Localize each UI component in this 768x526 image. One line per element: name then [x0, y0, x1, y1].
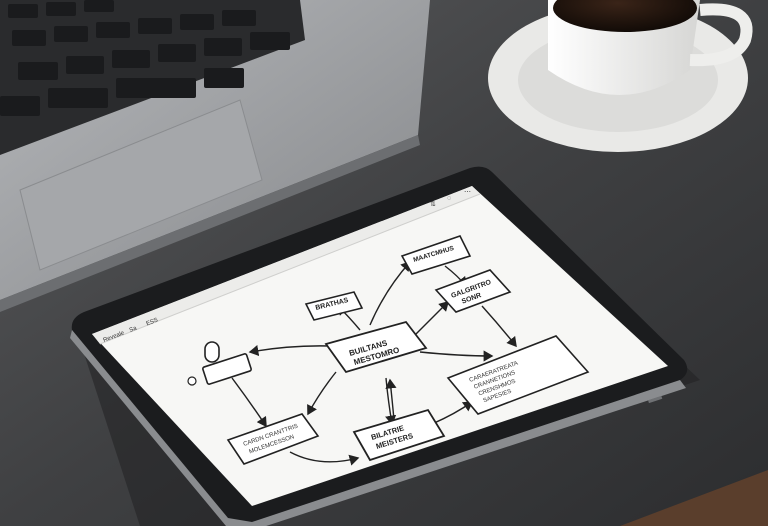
desk-edge — [620, 470, 768, 526]
toolbar-label-3[interactable]: ESS — [146, 317, 159, 327]
keyboard-keys — [0, 0, 290, 116]
edge-center-topright — [369, 260, 411, 326]
tablet: Reveale Sa ESS ⇅ ◌ ⋯ — [70, 166, 700, 526]
node-top-right[interactable]: MAATCMHUS — [400, 235, 472, 275]
toolbar-divider — [99, 193, 481, 345]
edge-center-bottomleft — [307, 371, 337, 416]
edge-bottom-center — [385, 378, 397, 421]
toolbar-right-icons: ⇅ ◌ ⋯ — [430, 189, 471, 208]
coffee-surface — [553, 0, 697, 32]
node-bottom-center[interactable]: BILATRIE MEISTERS — [352, 408, 446, 462]
node-left-device[interactable] — [187, 341, 252, 386]
coffee-cup — [488, 0, 753, 152]
laptop — [0, 0, 430, 312]
node-top-left[interactable]: BRATHAS — [304, 291, 364, 321]
node-right-lower[interactable]: CARAERATREATA CRANNETIONS CRENSHMOS SAPE… — [446, 335, 590, 415]
tablet-toolbar — [92, 186, 480, 344]
node-bottom-left[interactable]: CARDN CRANTTRIS MOLEMCESSON — [226, 413, 320, 465]
edge-left-bottomleft — [231, 377, 267, 428]
trackpad — [19, 99, 263, 271]
share-icon[interactable]: ⇅ — [430, 201, 436, 208]
node-center[interactable]: BUILTANS MESTOMRO — [324, 320, 428, 374]
node-right-upper[interactable]: GALGRITRO SONR — [434, 269, 512, 313]
tablet-side-button — [648, 395, 663, 404]
edge-center-rightlower — [419, 350, 494, 362]
laptop-front-edge — [0, 135, 420, 312]
node-left-dot — [187, 376, 197, 386]
edge-rightupper-rightlower — [481, 305, 517, 348]
cup-handle — [689, 3, 753, 67]
toolbar-label-2[interactable]: Sa — [129, 325, 139, 333]
edge-center-left — [248, 345, 331, 357]
settings-icon[interactable]: ◌ — [447, 195, 451, 202]
edge-bottomleft-bottom — [289, 451, 360, 466]
more-icon[interactable]: ⋯ — [464, 189, 471, 196]
tablet-rim — [70, 330, 686, 526]
